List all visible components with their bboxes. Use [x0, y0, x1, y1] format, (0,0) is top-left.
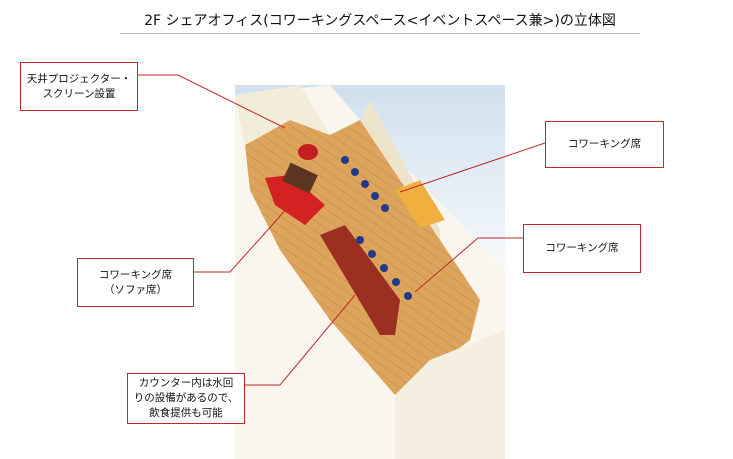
armchair	[298, 144, 318, 160]
desk-upper	[395, 180, 445, 228]
chairs	[341, 156, 412, 300]
callout-counter: カウンター内は水回 りの設備があるので、 飲食提供も可能	[127, 373, 245, 424]
callout-coworking-upper: コワーキング席	[545, 121, 664, 168]
callout-text: （ソファ席）	[104, 283, 167, 296]
callout-text: りの設備があるので、	[133, 392, 239, 404]
callout-text: カウンター内は水回	[138, 377, 234, 389]
callout-text: 天井プロジェクター・	[26, 72, 132, 85]
callout-text: コワーキング席	[98, 268, 173, 281]
callout-coworking-right: コワーキング席	[523, 224, 641, 273]
callout-lines	[137, 74, 546, 386]
callout-sofa: コワーキング席 （ソファ席）	[77, 258, 194, 307]
sofa	[265, 175, 325, 225]
callout-text: スクリーン設置	[42, 87, 116, 100]
callout-projector: 天井プロジェクター・ スクリーン設置	[20, 62, 138, 111]
wall-bottom	[395, 330, 505, 459]
wall-top	[235, 85, 330, 145]
callout-text: コワーキング席	[567, 138, 642, 150]
title-divider	[120, 33, 640, 34]
callout-text: 飲食提供も可能	[149, 407, 223, 419]
table	[282, 162, 318, 194]
callout-text: コワーキング席	[545, 242, 619, 254]
page-title: 2F シェアオフィス(コワーキングスペース<イベントスペース兼>)の立体図	[144, 13, 616, 29]
counter	[320, 225, 400, 335]
